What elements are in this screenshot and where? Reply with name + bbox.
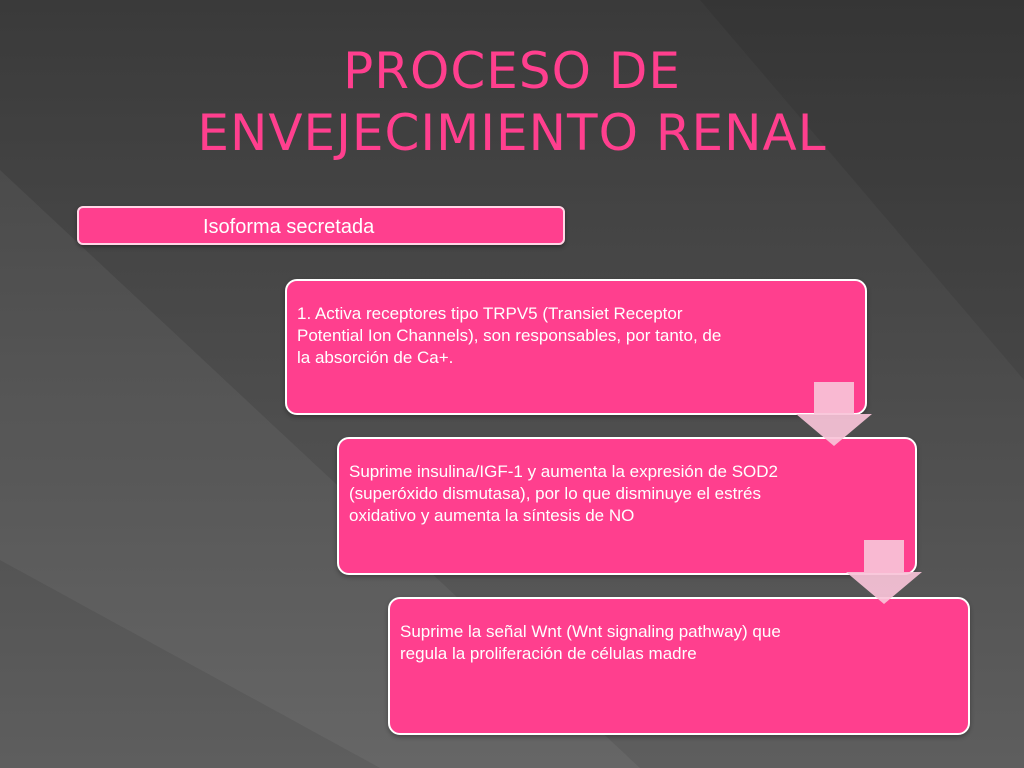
process-step-2-text: Suprime insulina/IGF-1 y aumenta la expr… [349,462,778,525]
isoform-label-box: Isoforma secretada [77,206,565,245]
title-line-2: ENVEJECIMIENTO RENAL [197,104,827,162]
slide-title: PROCESO DE ENVEJECIMIENTO RENAL [40,40,984,164]
title-line-1: PROCESO DE [343,42,681,100]
process-step-3: Suprime la señal Wnt (Wnt signaling path… [388,597,970,735]
process-step-3-text: Suprime la señal Wnt (Wnt signaling path… [400,622,781,663]
down-arrow-icon [846,540,922,604]
down-arrow-icon [796,382,872,446]
process-step-2: Suprime insulina/IGF-1 y aumenta la expr… [337,437,917,575]
process-step-1-text: 1. Activa receptores tipo TRPV5 (Transie… [297,304,722,367]
isoform-label: Isoforma secretada [203,216,375,238]
process-step-1: 1. Activa receptores tipo TRPV5 (Transie… [285,279,867,415]
